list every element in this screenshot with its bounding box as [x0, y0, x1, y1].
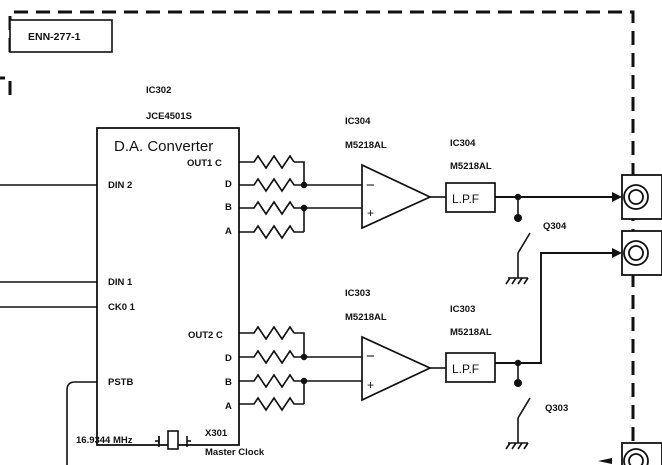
resistor-out2-d	[239, 349, 304, 365]
q303-ground-icon	[505, 442, 529, 450]
opamp-top-plus: +	[367, 206, 374, 220]
q303-contact	[514, 379, 522, 387]
opamp-top-minus: −	[366, 177, 375, 194]
rca-jack-bottom-icon	[621, 442, 662, 465]
amp-top-ref: IC304	[345, 116, 371, 127]
tag-box	[9, 19, 113, 53]
arrow-top-output	[612, 192, 622, 202]
lpf-bot-box	[445, 352, 496, 383]
pin-out1-b: B	[225, 202, 232, 213]
rca-jack-mid-icon	[621, 230, 662, 276]
pin-out2-a: A	[225, 401, 232, 412]
rca-jack-top-icon	[621, 174, 662, 220]
resistor-out1-c	[239, 154, 295, 170]
amp-top-part: M5218AL	[345, 140, 387, 151]
resistor-out2-c	[239, 325, 295, 341]
amp-bot-ref: IC303	[345, 288, 370, 299]
pin-out2-d: D	[225, 353, 232, 364]
arrow-bottom-output	[598, 458, 612, 464]
opamp-bot	[361, 335, 433, 402]
pin-pstb: PSTB	[108, 377, 133, 388]
lpf-top-label: L.P.F	[452, 192, 479, 206]
opamp-bot-plus: +	[367, 378, 374, 392]
resistor-out1-d	[239, 177, 304, 193]
q303-label: Q303	[545, 403, 568, 414]
q304-switch	[517, 232, 531, 254]
pin-out1-a: A	[225, 226, 232, 237]
crystal-ref: X301	[205, 428, 228, 439]
pin-din1: DIN 1	[108, 277, 133, 288]
resistor-out2-b	[239, 373, 304, 389]
crystal-icon	[155, 430, 191, 450]
pin-ck01: CK0 1	[108, 302, 136, 313]
q304-label: Q304	[543, 221, 567, 232]
arrow-bot-output	[612, 248, 622, 258]
pin-out2-b: B	[225, 377, 232, 388]
lpf-bot-label: L.P.F	[452, 362, 479, 376]
enclosure-left-dash	[0, 76, 12, 95]
lpf-top-box	[445, 182, 496, 213]
lpf-bot-part: M5218AL	[450, 327, 492, 338]
lpf-top-part: M5218AL	[450, 161, 492, 172]
wire-out1-c-to-d	[294, 161, 305, 185]
dac-box	[96, 127, 240, 446]
dac-title: D.A. Converter	[114, 138, 213, 155]
pin-out1-c: OUT1 C	[187, 158, 222, 169]
pstb-wire	[66, 381, 97, 465]
crystal-freq: 16.9344 MHz	[76, 435, 133, 446]
amp-bot-part: M5218AL	[345, 312, 387, 323]
pin-din2: DIN 2	[108, 180, 132, 191]
pin-out1-d: D	[225, 179, 232, 190]
resistor-out1-a	[239, 224, 304, 240]
opamp-top	[361, 163, 433, 230]
lpf-bot-ref: IC303	[450, 304, 475, 315]
tag-label: ENN-277-1	[28, 31, 81, 43]
resistor-out2-a	[239, 396, 304, 412]
pin-out2-c: OUT2 C	[188, 330, 223, 341]
q304-ground-icon	[505, 277, 529, 285]
resistor-out1-b	[239, 200, 304, 216]
q304-contact	[514, 214, 522, 222]
wire-lpf-bot-out	[495, 252, 612, 364]
crystal-name: Master Clock	[205, 447, 265, 458]
dac-ref-label: IC302	[146, 85, 171, 96]
opamp-bot-minus: −	[366, 348, 375, 365]
dac-part-label: JCE4501S	[146, 111, 192, 122]
wire-out2-c-to-d	[294, 332, 305, 357]
q303-switch	[517, 397, 531, 419]
lpf-top-ref: IC304	[450, 138, 476, 149]
